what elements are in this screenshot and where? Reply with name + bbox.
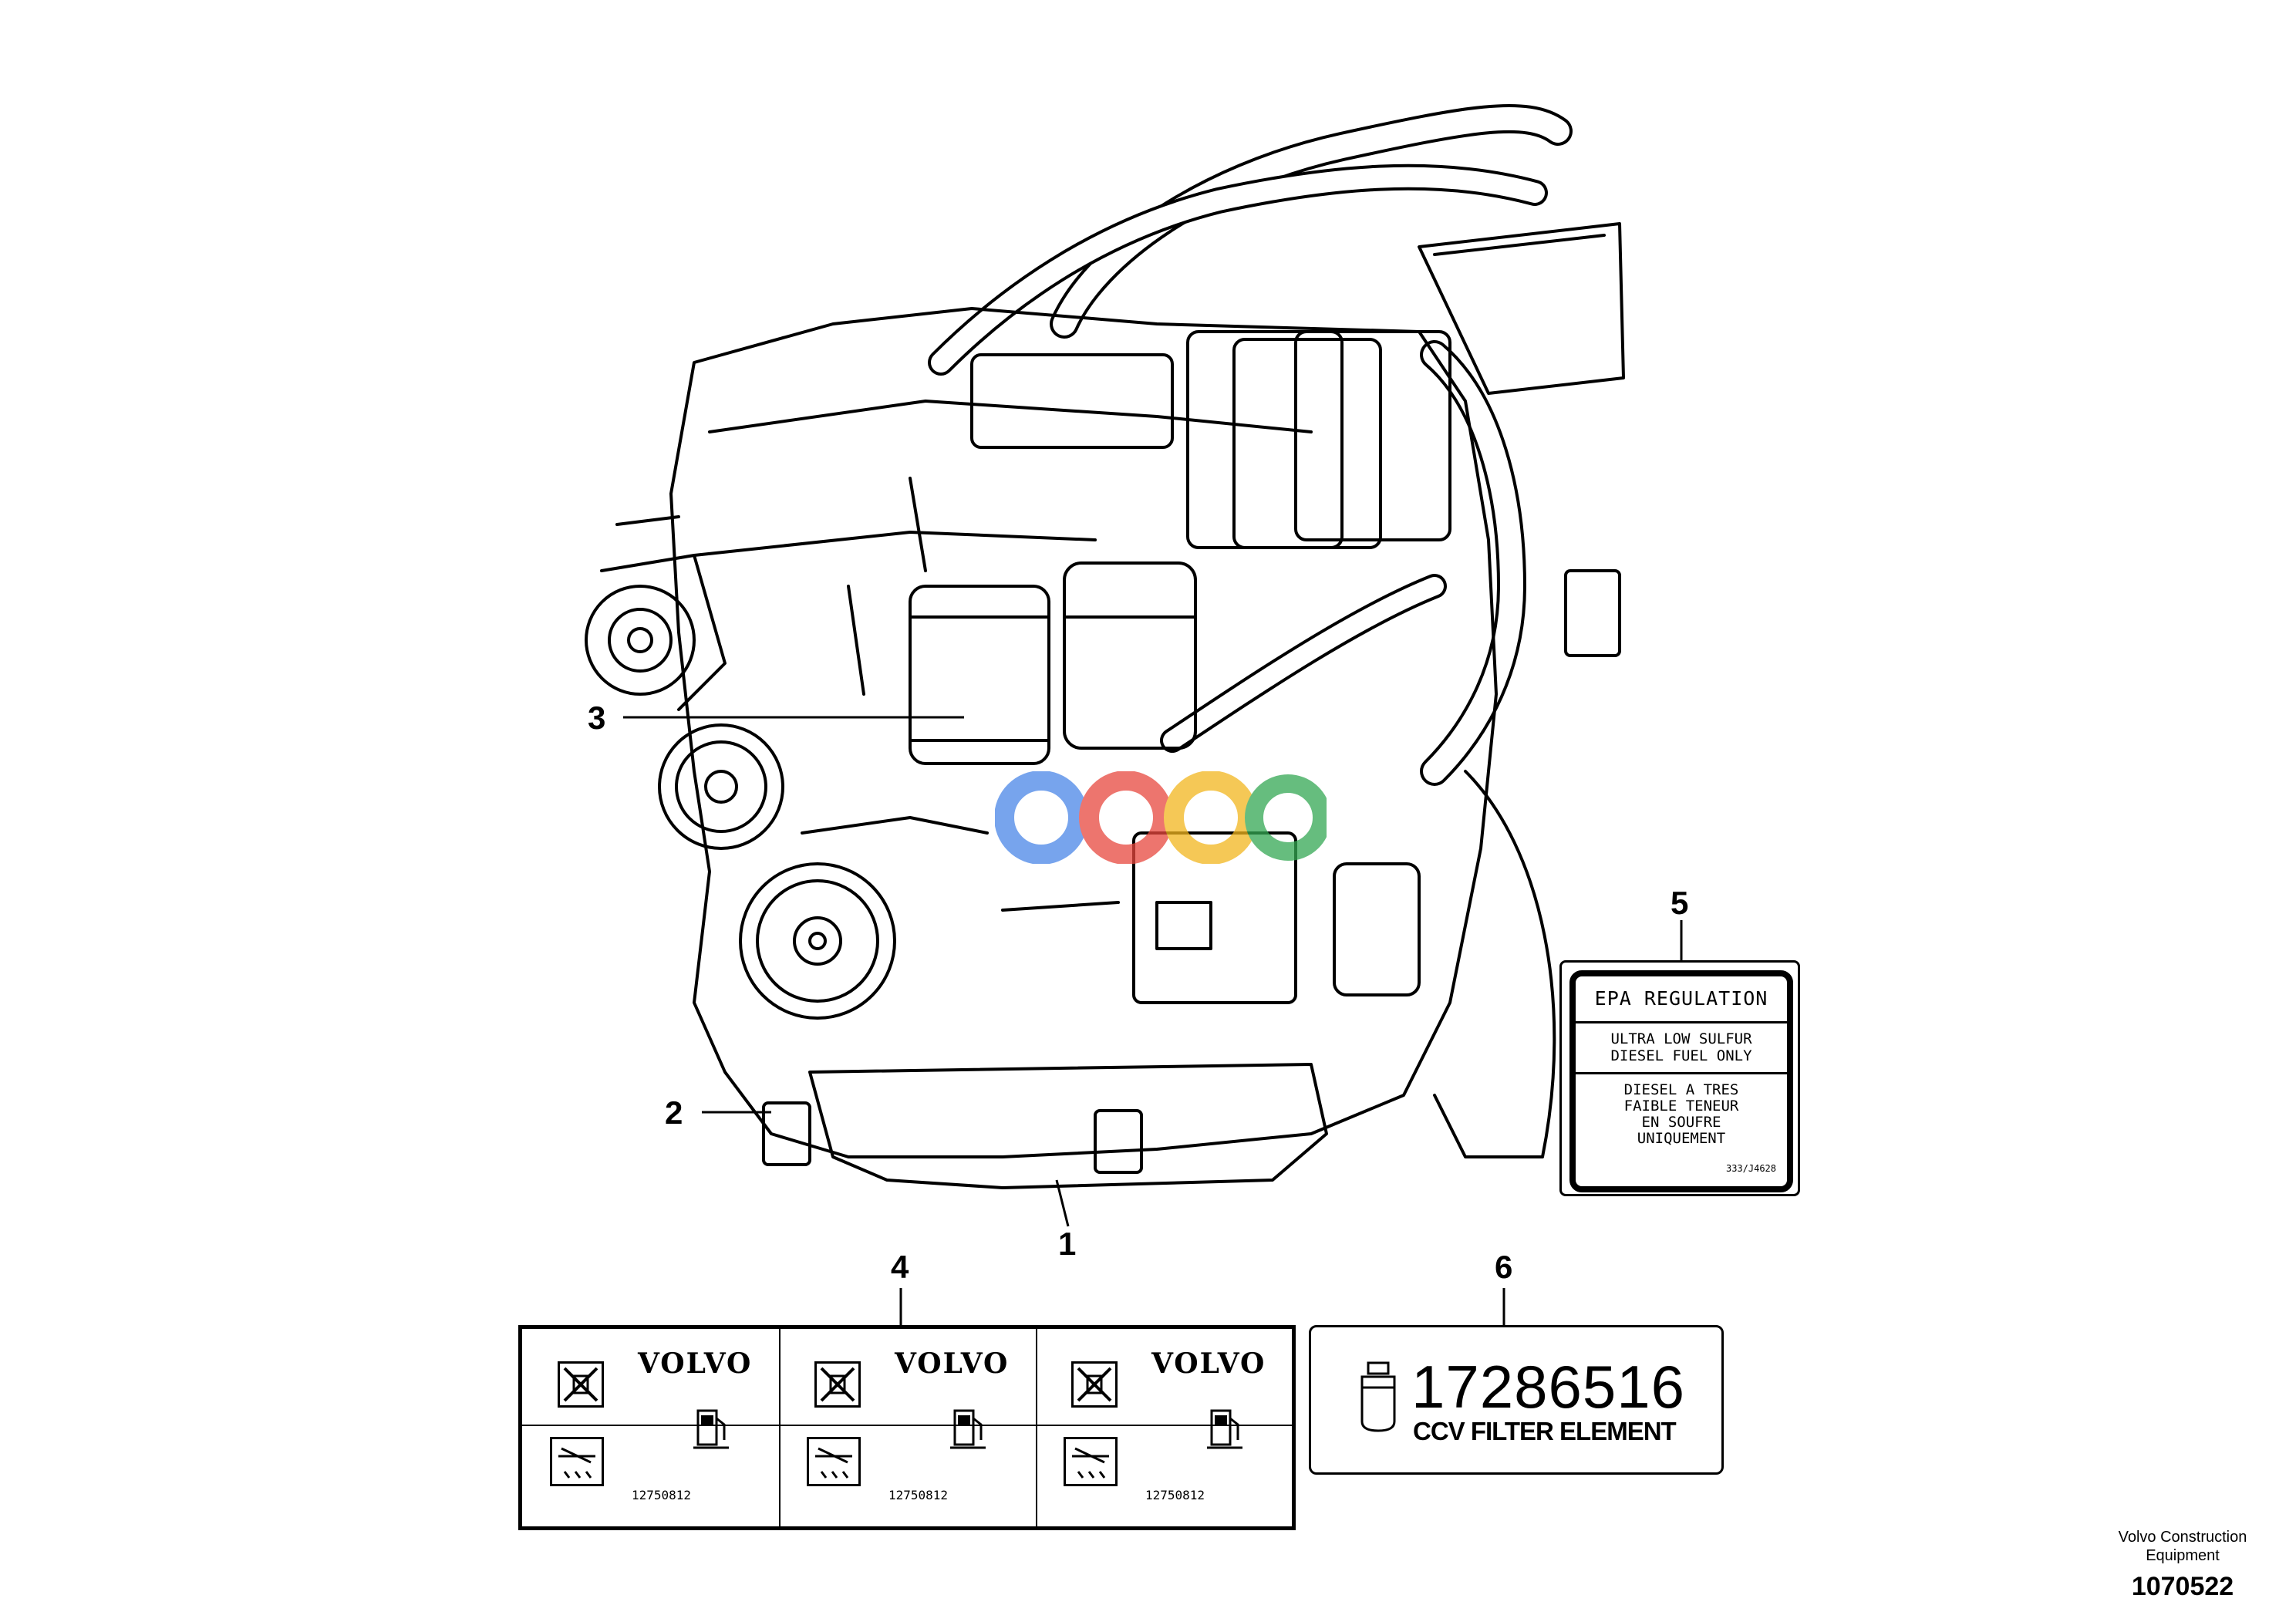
volvo-logo: VOLVO	[638, 1347, 753, 1380]
service-manual-icon	[550, 1437, 604, 1486]
epa-decal-french-line3: EN SOUFRE	[1641, 1114, 1721, 1131]
callout-1: 1	[1058, 1226, 1077, 1262]
company-name-line2: Equipment	[2146, 1547, 2220, 1564]
no-step-icon	[558, 1361, 604, 1408]
fuel-pump-icon	[692, 1406, 730, 1452]
epa-decal-french-line4: UNIQUEMENT	[1637, 1130, 1726, 1147]
no-step-icon	[1071, 1361, 1118, 1408]
epa-regulation-decal: EPA REGULATION ULTRA LOW SULFUR DIESEL F…	[1559, 960, 1800, 1196]
volvo-decal-panel: VOLVO 12750812	[522, 1329, 779, 1526]
ccv-part-number: 17286516	[1411, 1353, 1686, 1421]
ccv-filter-decal: 17286516 CCV FILTER ELEMENT	[1309, 1325, 1724, 1475]
epa-decal-divider-2	[1576, 1072, 1787, 1074]
epa-decal-title: EPA REGULATION	[1594, 987, 1768, 1010]
callout-5: 5	[1671, 885, 1689, 921]
no-step-icon	[814, 1361, 861, 1408]
service-manual-icon	[1064, 1437, 1118, 1486]
epa-decal-french-line1: DIESEL A TRES	[1623, 1081, 1739, 1098]
epa-decal-english-line1: ULTRA LOW SULFUR	[1610, 1030, 1752, 1047]
service-manual-icon	[807, 1437, 861, 1486]
volvo-decal-vdivider	[1036, 1329, 1037, 1526]
epa-decal-french-line2: FAIBLE TENEUR	[1623, 1098, 1739, 1114]
company-name-line1: Volvo Construction	[2118, 1529, 2247, 1546]
ccv-filter-icon	[1357, 1360, 1399, 1437]
volvo-logo: VOLVO	[895, 1347, 1010, 1380]
watermark-logo	[994, 771, 1331, 865]
callout-4: 4	[891, 1249, 909, 1285]
ccv-filter-label: CCV FILTER ELEMENT	[1413, 1417, 1677, 1445]
callout-3: 3	[588, 700, 606, 736]
volvo-decal-panel: VOLVO 12750812	[1036, 1329, 1292, 1526]
volvo-decal-part-number: 12750812	[632, 1488, 692, 1502]
volvo-decal-part-number: 12750812	[1145, 1488, 1205, 1502]
callout-2: 2	[665, 1094, 683, 1131]
volvo-decal-vdivider	[779, 1329, 781, 1526]
volvo-decal-strip: VOLVO 12750812 VOLVO 12750812 VOLVO	[518, 1325, 1296, 1530]
volvo-logo: VOLVO	[1151, 1347, 1266, 1380]
drawing-number: 1070522	[2131, 1572, 2234, 1601]
fuel-pump-icon	[949, 1406, 987, 1452]
epa-decal-english-line2: DIESEL FUEL ONLY	[1610, 1047, 1752, 1064]
epa-decal-inner-frame: EPA REGULATION ULTRA LOW SULFUR DIESEL F…	[1569, 970, 1793, 1192]
volvo-decal-panel: VOLVO 12750812	[779, 1329, 1036, 1526]
epa-decal-divider-1	[1576, 1021, 1787, 1023]
callout-6: 6	[1495, 1249, 1513, 1285]
fuel-pump-icon	[1205, 1406, 1244, 1452]
volvo-decal-part-number: 12750812	[888, 1488, 949, 1502]
epa-decal-code: 333/J4628	[1725, 1163, 1776, 1174]
volvo-decal-divider	[522, 1425, 1292, 1426]
